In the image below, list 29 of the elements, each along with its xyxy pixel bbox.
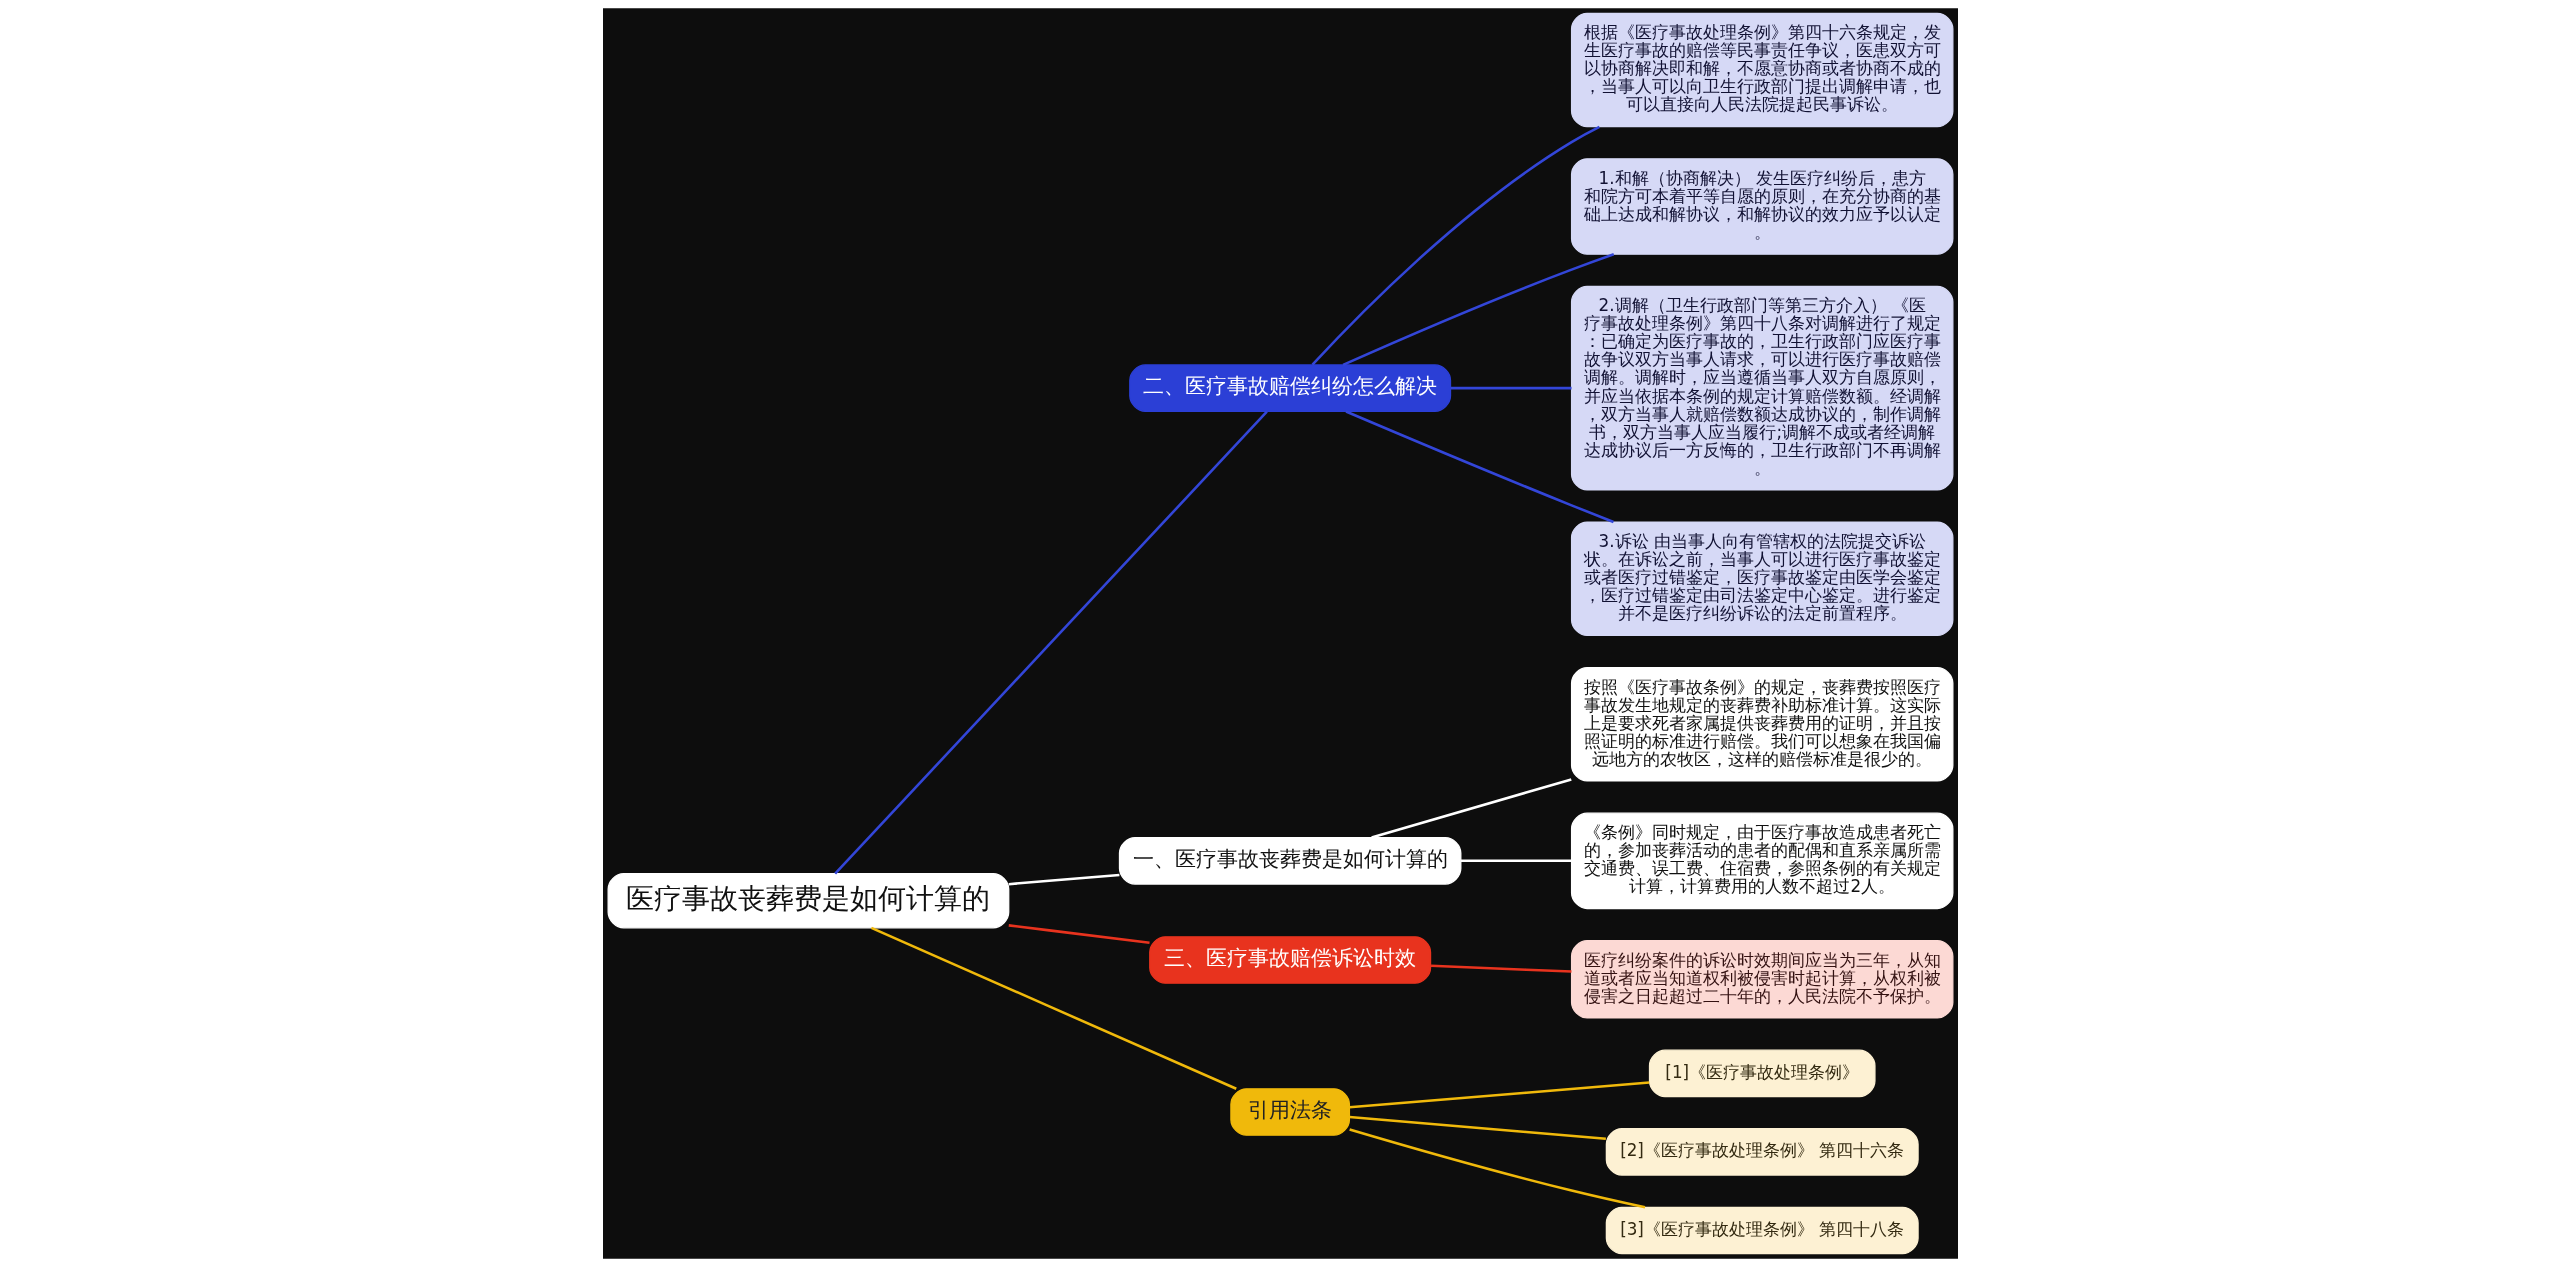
node-box: 引用法条: [1229, 1088, 1350, 1136]
connector: [1430, 964, 1571, 973]
node-box: 医疗事故丧葬费是如何计算的: [607, 873, 1009, 929]
node-box: 按照《医疗事故条例》的规定，丧葬费按照医疗事故发生地规定的丧葬费补助标准计算。这实际上是要求死者家属提供丧葬费用的证明，并且按照证明的标准进行赔偿。我们可以想象在我国偏远地方的农牧区，这样的赔偿标准是很少的。: [1570, 667, 1953, 782]
connector: [1348, 1128, 1645, 1209]
node-box: 医疗纠纷案件的诉讼时效期间应当为三年，从知道或者应当知道权利被侵害时起计算，从权利被侵害之日起超过二十年的，人民法院不予保护。: [1570, 940, 1953, 1019]
node-box: 3.诉讼 由当事人向有管辖权的法院提交诉讼状。在诉讼之前，当事人可以进行医疗事故鉴定或者医疗过错鉴定，医疗事故鉴定由医学会鉴定，医疗过错鉴定由司法鉴定中心鉴定。进行鉴定并不是医疗纠纷诉讼的法定前置程序。: [1570, 521, 1953, 637]
connector: [1370, 778, 1572, 839]
connector: [1345, 410, 1614, 524]
connector: [1460, 859, 1571, 863]
connector: [1311, 125, 1600, 366]
connector: [1342, 253, 1614, 367]
node-box: [2]《医疗事故处理条例》 第四十六条: [1605, 1128, 1919, 1176]
connector: [1450, 386, 1572, 390]
node-box: [1]《医疗事故处理条例》: [1648, 1049, 1876, 1098]
connector: [1008, 873, 1120, 886]
node-box: 1.和解（协商解决） 发生医疗纠纷后，患方和院方可本着平等自愿的原则，在充分协商的基础上达成和解协议，和解协议的效力应予以认定。: [1570, 158, 1953, 255]
node-box: 三、医疗事故赔偿诉讼时效: [1148, 936, 1431, 984]
node-box: [3]《医疗事故处理条例》 第四十八条: [1605, 1206, 1919, 1255]
connector: [833, 410, 1268, 875]
connector: [1348, 1115, 1606, 1141]
connector: [1008, 924, 1150, 945]
connector: [1348, 1081, 1649, 1109]
node-box: 2.调解（卫生行政部门等第三方介入） 《医疗事故处理条例》第四十八条对调解进行了规定：已确定为医疗事故的，卫生行政部门应医疗事故争议双方当事人请求，可以进行医疗事故赔偿调解。调解时，应当遵循当事人双方自愿原则，并应当依据本条例的规定计算赔偿数额。经调解，双方当事人就赔偿数额达成协议的，制作调解书，双方当事人应当履行;调解不成或者经调解达成协议后一方反悔的，卫生行政部门不再调解。: [1570, 285, 1953, 491]
node-box: 根据《医疗事故处理条例》第四十六条规定，发生医疗事故的赔偿等民事责任争议，医患双方可以协商解决即和解，不愿意协商或者协商不成的，当事人可以向卫生行政部门提出调解申请，也可以直接向人民法院提起民事诉讼。: [1570, 12, 1953, 128]
node-box: 二、医疗事故赔偿纠纷怎么解决: [1128, 364, 1451, 412]
connector: [870, 926, 1237, 1090]
node-box: 《条例》同时规定，由于医疗事故造成患者死亡的，参加丧葬活动的患者的配偶和直系亲属所需交通费、误工费、住宿费，参照条例的有关规定计算，计算费用的人数不超过2人。: [1570, 812, 1953, 910]
node-box: 一、医疗事故丧葬费是如何计算的: [1118, 837, 1461, 885]
